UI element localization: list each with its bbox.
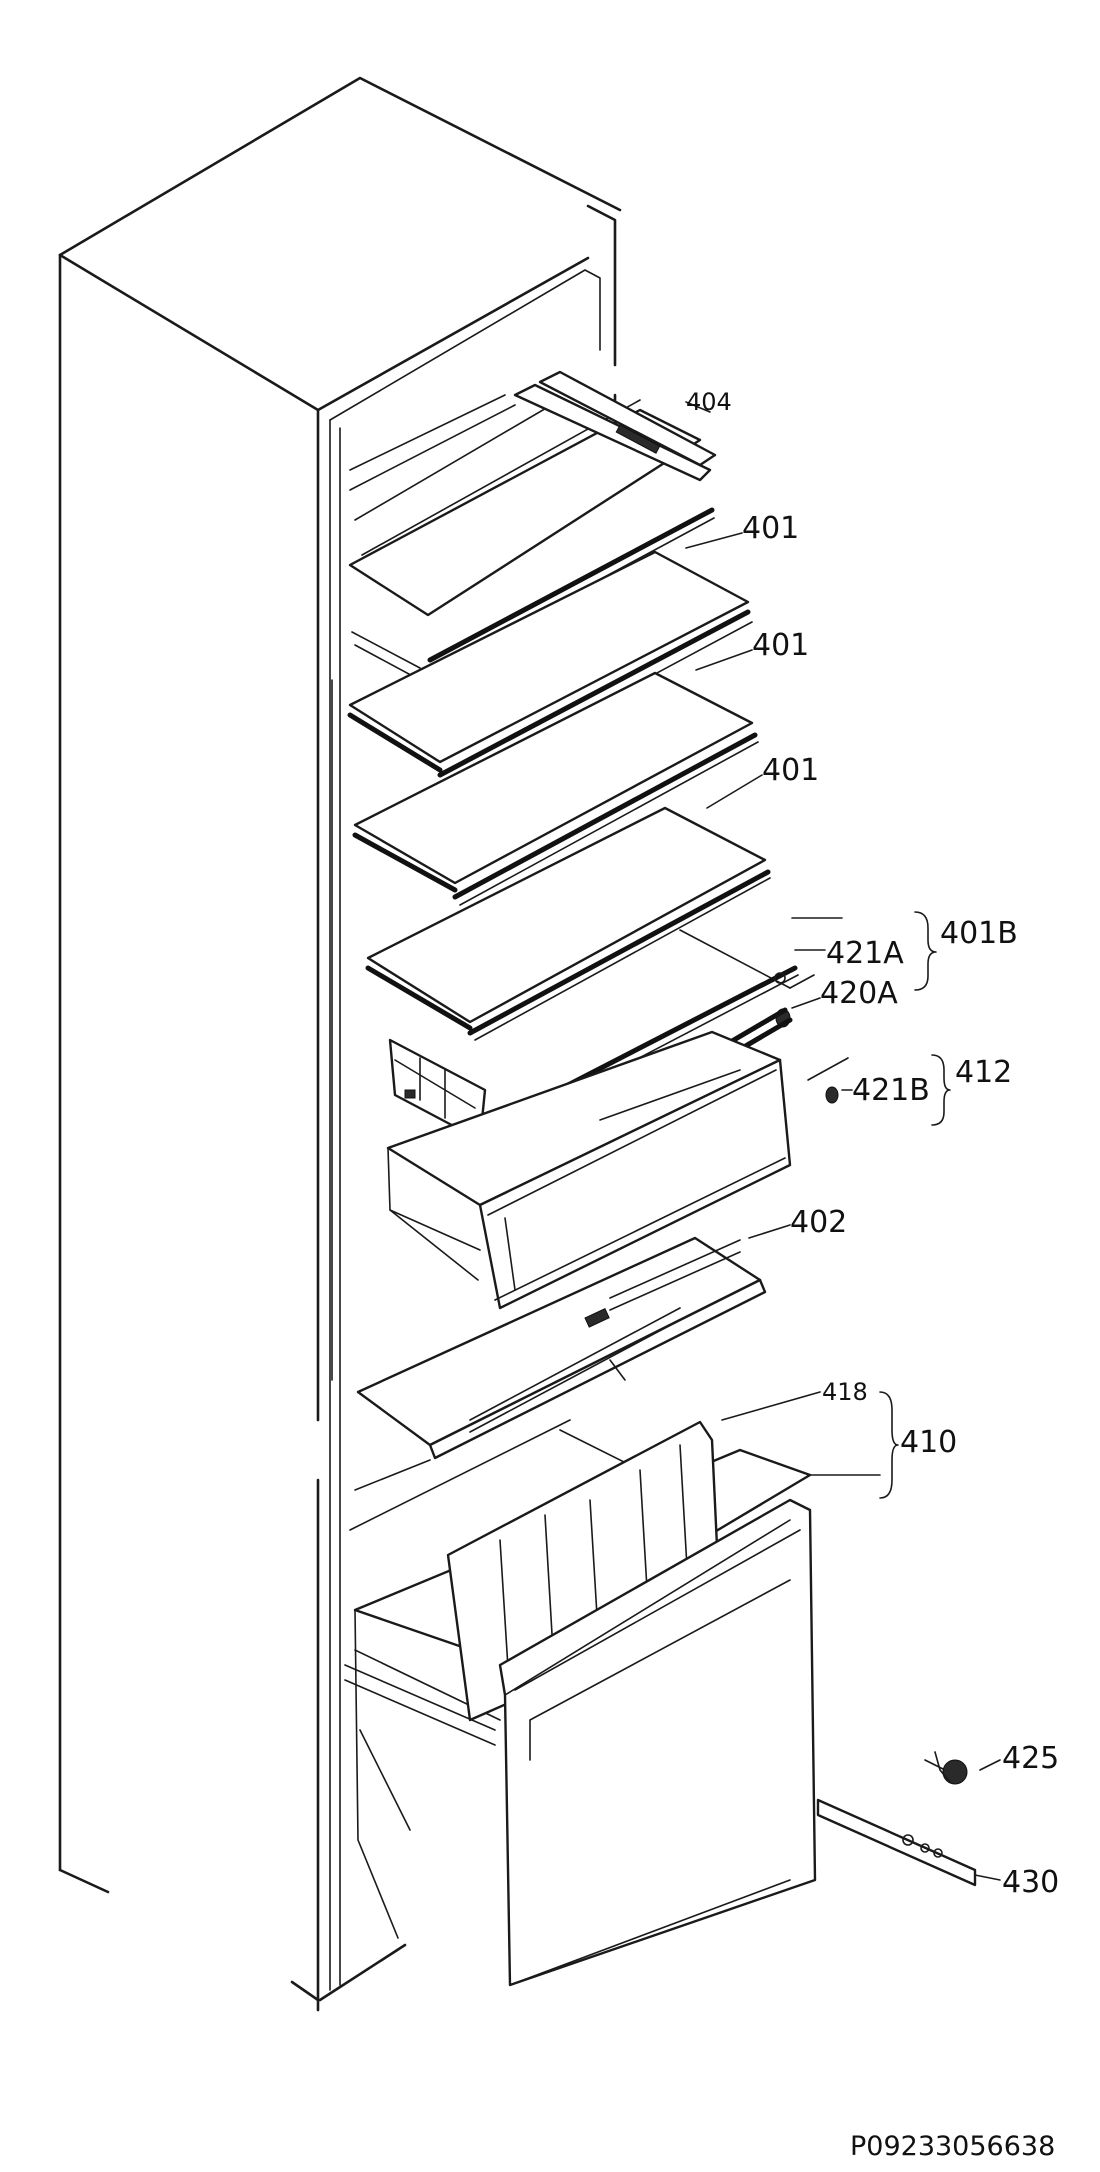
label-421B: 421B xyxy=(852,1073,930,1108)
label-401-b: 401 xyxy=(752,628,809,663)
part-labels: 404 401 401 401 401B 421A 420A 412 421B … xyxy=(686,388,1059,1900)
cabinet-outline xyxy=(58,76,622,2012)
shelf-401-c xyxy=(365,806,771,1041)
label-401B: 401B xyxy=(940,916,1018,951)
label-404: 404 xyxy=(686,388,732,416)
drawer-412 xyxy=(386,1030,839,1310)
label-418: 418 xyxy=(822,1378,868,1406)
label-402: 402 xyxy=(790,1205,847,1240)
leader-lines xyxy=(685,401,1001,1881)
label-421A: 421A xyxy=(826,936,904,971)
label-425: 425 xyxy=(1002,1741,1059,1776)
shelf-401-b xyxy=(352,671,759,906)
label-412: 412 xyxy=(955,1055,1012,1090)
label-430: 430 xyxy=(1002,1865,1059,1900)
label-401-c: 401 xyxy=(762,753,819,788)
reference-number: P09233056638 xyxy=(850,2131,1055,2162)
drawer-410 xyxy=(344,1419,817,1987)
label-410: 410 xyxy=(900,1425,957,1460)
rail-430 xyxy=(816,1798,977,1887)
label-401-a: 401 xyxy=(742,511,799,546)
part-425 xyxy=(924,1751,968,1785)
shelf-402 xyxy=(354,1236,767,1491)
label-420A: 420A xyxy=(820,976,898,1011)
shelf-404 xyxy=(348,370,717,681)
